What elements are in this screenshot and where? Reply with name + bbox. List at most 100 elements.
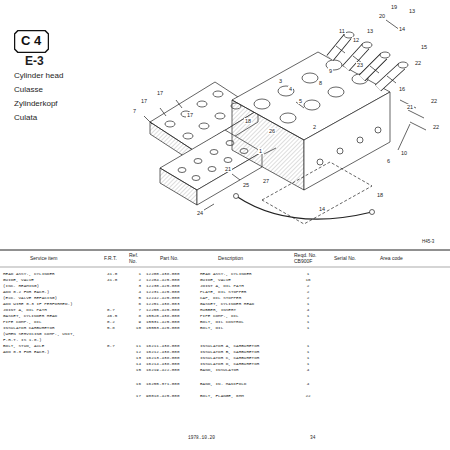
part-description: BAND, INSULATOR — [200, 368, 239, 373]
page-number: 34 — [310, 436, 315, 441]
part-description: INSULATOR A, CARBURETOR — [200, 344, 259, 349]
part-description: JOINT A, OIL PATH — [200, 284, 244, 289]
section-code: C 4 — [14, 30, 48, 52]
ref-number: 7 — [138, 308, 141, 313]
ref-number: 9 — [138, 320, 141, 325]
callout-number: 26 — [268, 128, 276, 134]
callout-number: 19 — [390, 4, 398, 10]
callout-number: 22 — [430, 98, 438, 104]
service-item: (INC. REAMING) — [3, 284, 39, 289]
callout-number: 8 — [318, 80, 323, 86]
callout-number: 25 — [242, 182, 250, 188]
quantity: 2 — [307, 296, 310, 301]
ref-number: 4 — [138, 290, 141, 295]
callout-number: 7 — [132, 108, 137, 114]
callout-number: 21 — [224, 166, 232, 172]
part-number: 12230-425-000 — [146, 284, 180, 289]
service-item: HEAD ASSY., CYLINDER — [3, 272, 55, 277]
callout-number: 12 — [352, 37, 360, 43]
column-header: Ref. No. — [129, 253, 143, 264]
column-header: Service item — [30, 256, 58, 262]
callout-number: 27 — [262, 178, 270, 184]
frt-value: 41.0 — [107, 278, 117, 283]
column-header: Area code — [380, 256, 403, 262]
part-number: 12200-438-000 — [146, 272, 180, 277]
ref-number: 12 — [136, 350, 141, 355]
part-number: 12204-425-000 — [146, 278, 180, 283]
callout-number: 22 — [432, 124, 440, 130]
service-item: PIPE COMP., OIL — [3, 320, 42, 325]
callout-number: 5 — [298, 98, 303, 104]
part-number: 16255-371-000 — [146, 382, 180, 387]
column-header: Serial No. — [334, 256, 356, 262]
part-description: GUIDE, VALVE — [200, 278, 231, 283]
ref-number: 13 — [136, 356, 141, 361]
frt-value: 0.7 — [107, 344, 115, 349]
quantity: 1 — [307, 350, 310, 355]
part-number: 16212-438-000 — [146, 350, 180, 355]
quantity: 4 — [307, 382, 310, 387]
quantity: 16 — [305, 278, 310, 283]
column-header: Description — [218, 256, 243, 262]
part-number: 12251-438-003 — [146, 302, 180, 307]
part-description: CAP, OIL STOPPER — [200, 296, 241, 301]
quantity: 1 — [307, 314, 310, 319]
service-item: (WHEN SERVICING COMP., UNIT, — [3, 332, 75, 337]
callout-number: 18 — [376, 192, 384, 198]
quantity: 2 — [307, 290, 310, 295]
part-description: GASKET, CYLINDER HEAD — [200, 302, 254, 307]
callout-number: 6 — [386, 158, 391, 164]
callout-number: 4 — [288, 86, 293, 92]
part-description: BOLT, OIL — [200, 326, 223, 331]
callout-number: 9 — [328, 68, 333, 74]
callout-number: 18 — [244, 118, 252, 124]
service-item: GASKET, CYLINDER HEAD — [3, 314, 57, 319]
callout-number: 13 — [408, 8, 416, 14]
callout-number: 2 — [312, 124, 317, 130]
callout-number: 3 — [278, 78, 283, 84]
service-item: (EXC. VALVE REFACING) — [3, 296, 57, 301]
ref-number: 1 — [138, 272, 141, 277]
part-description: INSULATOR D, CARBURETOR — [200, 362, 259, 367]
callout-number: 22 — [414, 60, 422, 66]
part-number: 16213-438-000 — [146, 356, 180, 361]
part-description: BAND, IN. MANIFOLD — [200, 382, 246, 387]
ref-number: 6 — [138, 302, 141, 307]
title-text: Zylinderkopf — [14, 100, 58, 109]
part-number: 15553-425-000 — [146, 326, 180, 331]
quantity: 1 — [307, 362, 310, 367]
part-number: 16214-438-000 — [146, 362, 180, 367]
callout-number: 17 — [140, 98, 148, 104]
ref-number: 17 — [136, 394, 141, 399]
quantity: 4 — [307, 368, 310, 373]
quantity: 2 — [307, 284, 310, 289]
service-item: ADD WIRE 0.3 IF PERFORMED.) — [3, 302, 73, 307]
service-item: ADD 0.3 FOR EACH.) — [3, 350, 49, 355]
ref-number: 15 — [136, 368, 141, 373]
column-header: Reqd. No. CB900F — [294, 253, 324, 264]
ref-number: 14 — [136, 362, 141, 367]
callout-number: 24 — [196, 210, 204, 216]
part-description: INSULATOR C, CARBURETOR — [200, 356, 259, 361]
frt-value: 0.7 — [107, 308, 115, 313]
part-description: BOLT, FLANGE, 6MM — [200, 394, 244, 399]
ref-number: 16 — [136, 382, 141, 387]
quantity: 1 — [307, 326, 310, 331]
service-item: ADD 0.2 FOR EACH.) — [3, 290, 49, 295]
callout-number: 11 — [338, 28, 346, 34]
box-border — [15, 31, 49, 53]
service-item: JOINT A, OIL PATH — [3, 308, 47, 313]
part-description: RUBBER, INSERT — [200, 308, 236, 313]
quantity: 1 — [307, 320, 310, 325]
ref-number: 10 — [136, 326, 141, 331]
quantity: 1 — [307, 302, 310, 307]
frt-value: 5.8 — [107, 326, 115, 331]
quantity: 4 — [307, 308, 310, 313]
callout-number: 21 — [406, 104, 414, 110]
quantity: 1 — [307, 356, 310, 361]
callout-number: 14 — [398, 26, 406, 32]
part-number: 90018-425-000 — [146, 394, 180, 399]
ref-number: 3 — [138, 284, 141, 289]
title-text: Cylinder head — [14, 72, 63, 81]
